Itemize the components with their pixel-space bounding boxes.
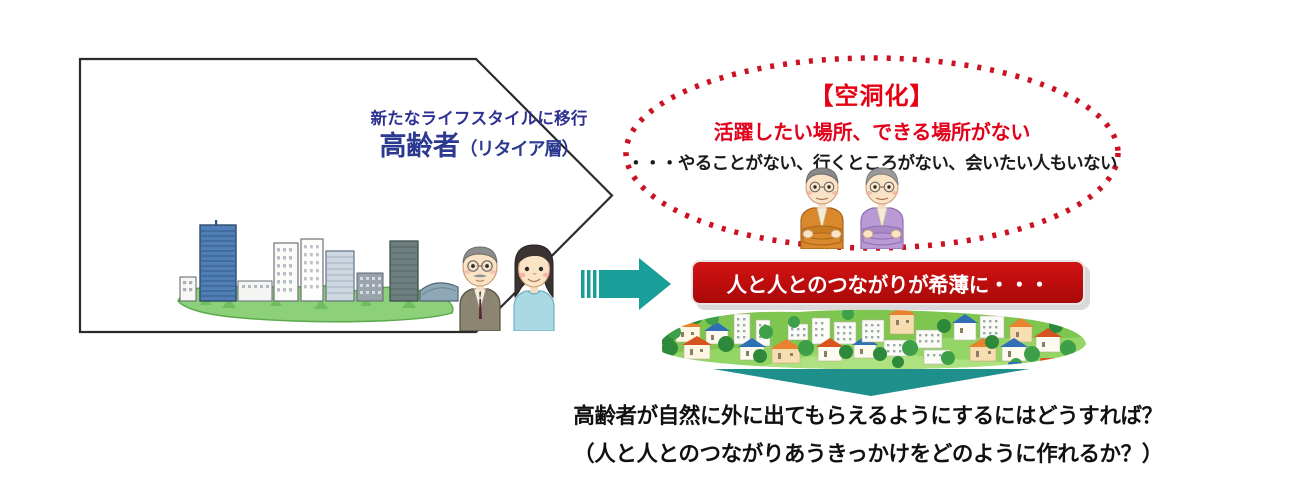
weak-connection-banner-text: 人と人とのつながりが希薄に・・・: [726, 272, 1050, 297]
elderly-couple-illustration: [459, 244, 555, 331]
weak-connection-banner: 人と人とのつながりが希薄に・・・: [691, 260, 1085, 305]
arrow-right-icon: [581, 258, 671, 310]
elderly-pair-arms-crossed-illustration: [800, 167, 904, 249]
conclusion-line-2: （人と人とのつながりあうきっかけをどのように作れるか？）: [573, 442, 1163, 467]
conclusion-line-1: 高齢者が自然に外に出てもらえるようにするにはどうすれば？: [573, 404, 1163, 429]
residential-village-illustration: [662, 309, 1086, 370]
left-pentagon-panel: [78, 57, 671, 334]
dotted-ellipse-outline-icon: [623, 55, 1121, 251]
city-skyline-illustration: [177, 220, 459, 323]
arrow-down-icon: [713, 369, 1029, 396]
conclusion-text-block: 高齢者が自然に外に出てもらえるようにするにはどうすれば？ （人と人とのつながりあ…: [512, 399, 1224, 468]
